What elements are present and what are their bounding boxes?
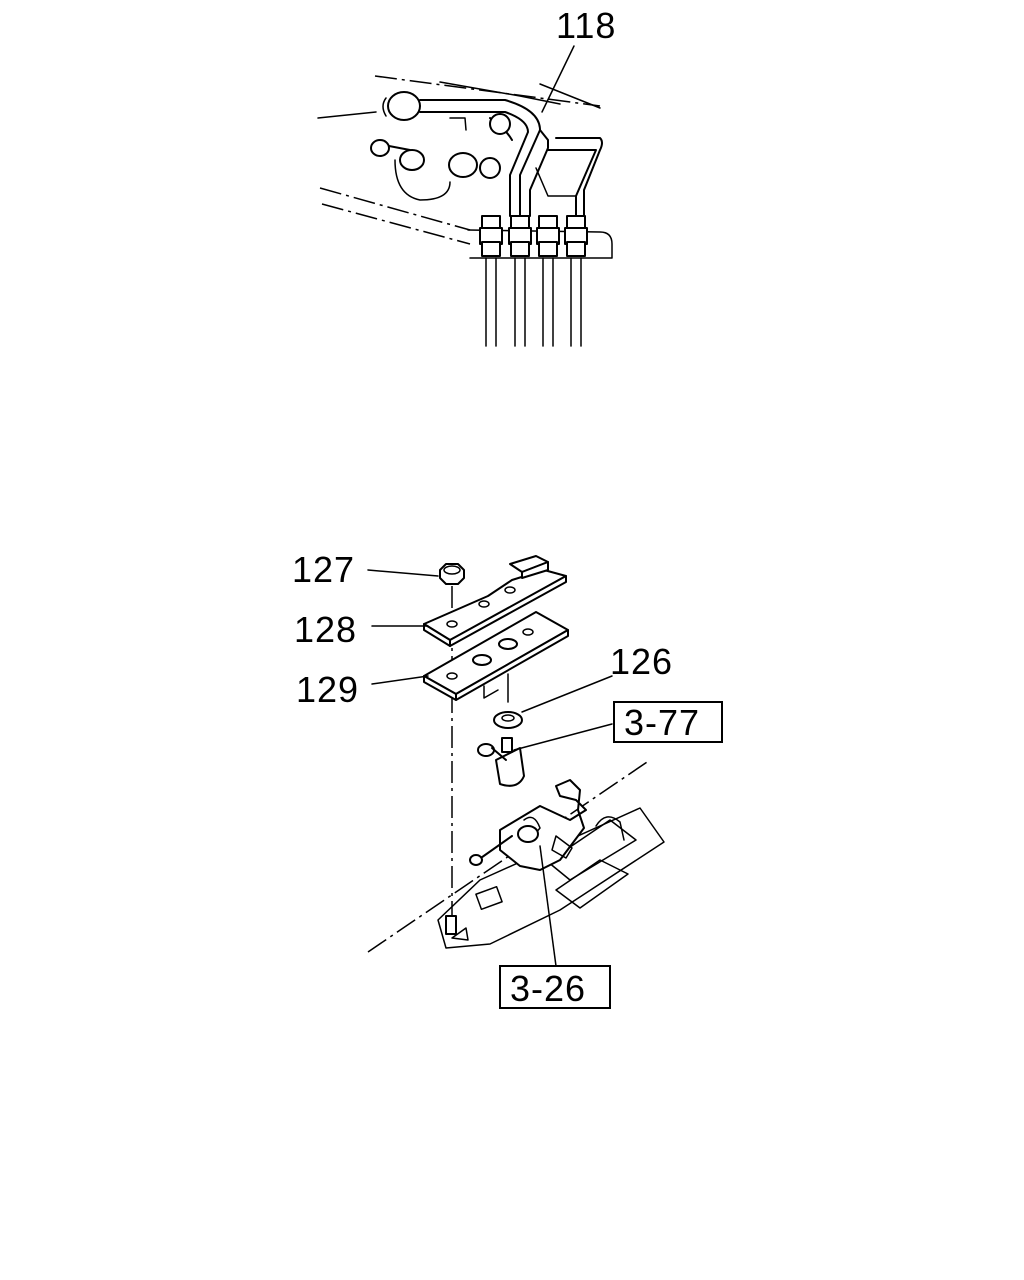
callout-128: 128 <box>294 609 357 650</box>
leader-118 <box>541 45 575 113</box>
plate-128 <box>423 555 567 647</box>
fitting-part <box>477 737 525 787</box>
callout-118: 118 <box>556 5 616 46</box>
nozzle-holders <box>370 91 541 217</box>
delivery-valve-holders <box>479 215 588 257</box>
callout-127: 127 <box>292 549 355 590</box>
washer-126 <box>493 711 523 729</box>
leader-129 <box>371 675 429 685</box>
plate-129 <box>423 611 569 703</box>
ref-box-3-26[interactable] <box>499 965 611 1009</box>
bracket-assembly: 127 128 129 <box>292 549 723 1009</box>
pump-housing <box>437 779 665 949</box>
leader-127 <box>367 569 439 577</box>
leader-3-77 <box>513 723 613 751</box>
reference-3-77: 3-77 <box>624 702 700 743</box>
callout-129: 129 <box>296 669 359 710</box>
leader-3-26 <box>539 845 557 967</box>
nut-127 <box>439 563 465 585</box>
reference-3-26: 3-26 <box>510 968 586 1009</box>
leader-126 <box>521 675 613 713</box>
ref-box-3-77[interactable] <box>613 701 723 743</box>
injection-pipe-assembly: 118 <box>317 5 616 347</box>
lower-pipes <box>485 257 582 347</box>
callout-126: 126 <box>610 641 673 682</box>
